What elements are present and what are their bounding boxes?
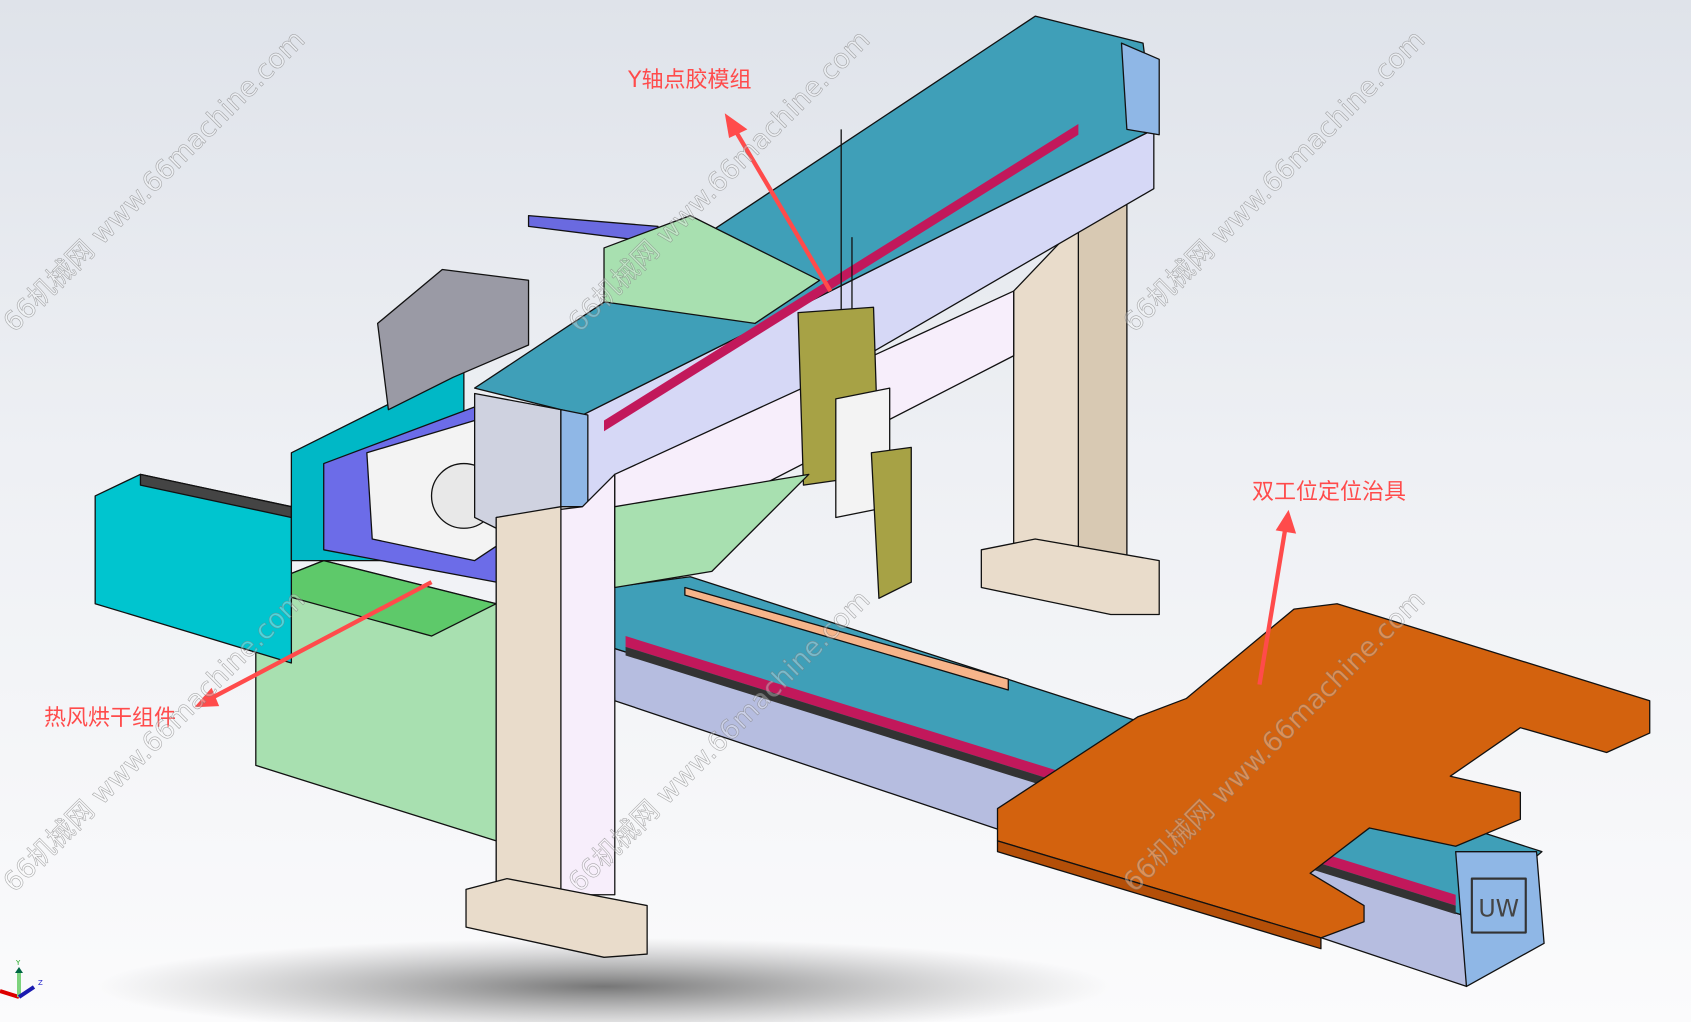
label-hot-air-dryer: 热风烘干组件 <box>44 706 177 731</box>
dual-station-fixture <box>996 603 1651 950</box>
label-dual-station-fixture: 双工位定位治具 <box>1252 480 1407 505</box>
end-cap-logo <box>1470 877 1527 934</box>
end-cap-logo-text: UW <box>1478 894 1519 922</box>
callout-arrows <box>194 113 1297 708</box>
triad-y-label: Y <box>15 959 21 967</box>
floor-shadow <box>97 937 1111 1022</box>
right-column <box>980 171 1160 616</box>
hot-air-dryer-assembly <box>94 214 659 842</box>
axis-triad: Y Z <box>0 959 43 999</box>
triad-z-label: Z <box>38 979 43 987</box>
dispensing-module <box>603 129 912 599</box>
label-y-axis-module: Y轴点胶模组 <box>628 68 752 93</box>
